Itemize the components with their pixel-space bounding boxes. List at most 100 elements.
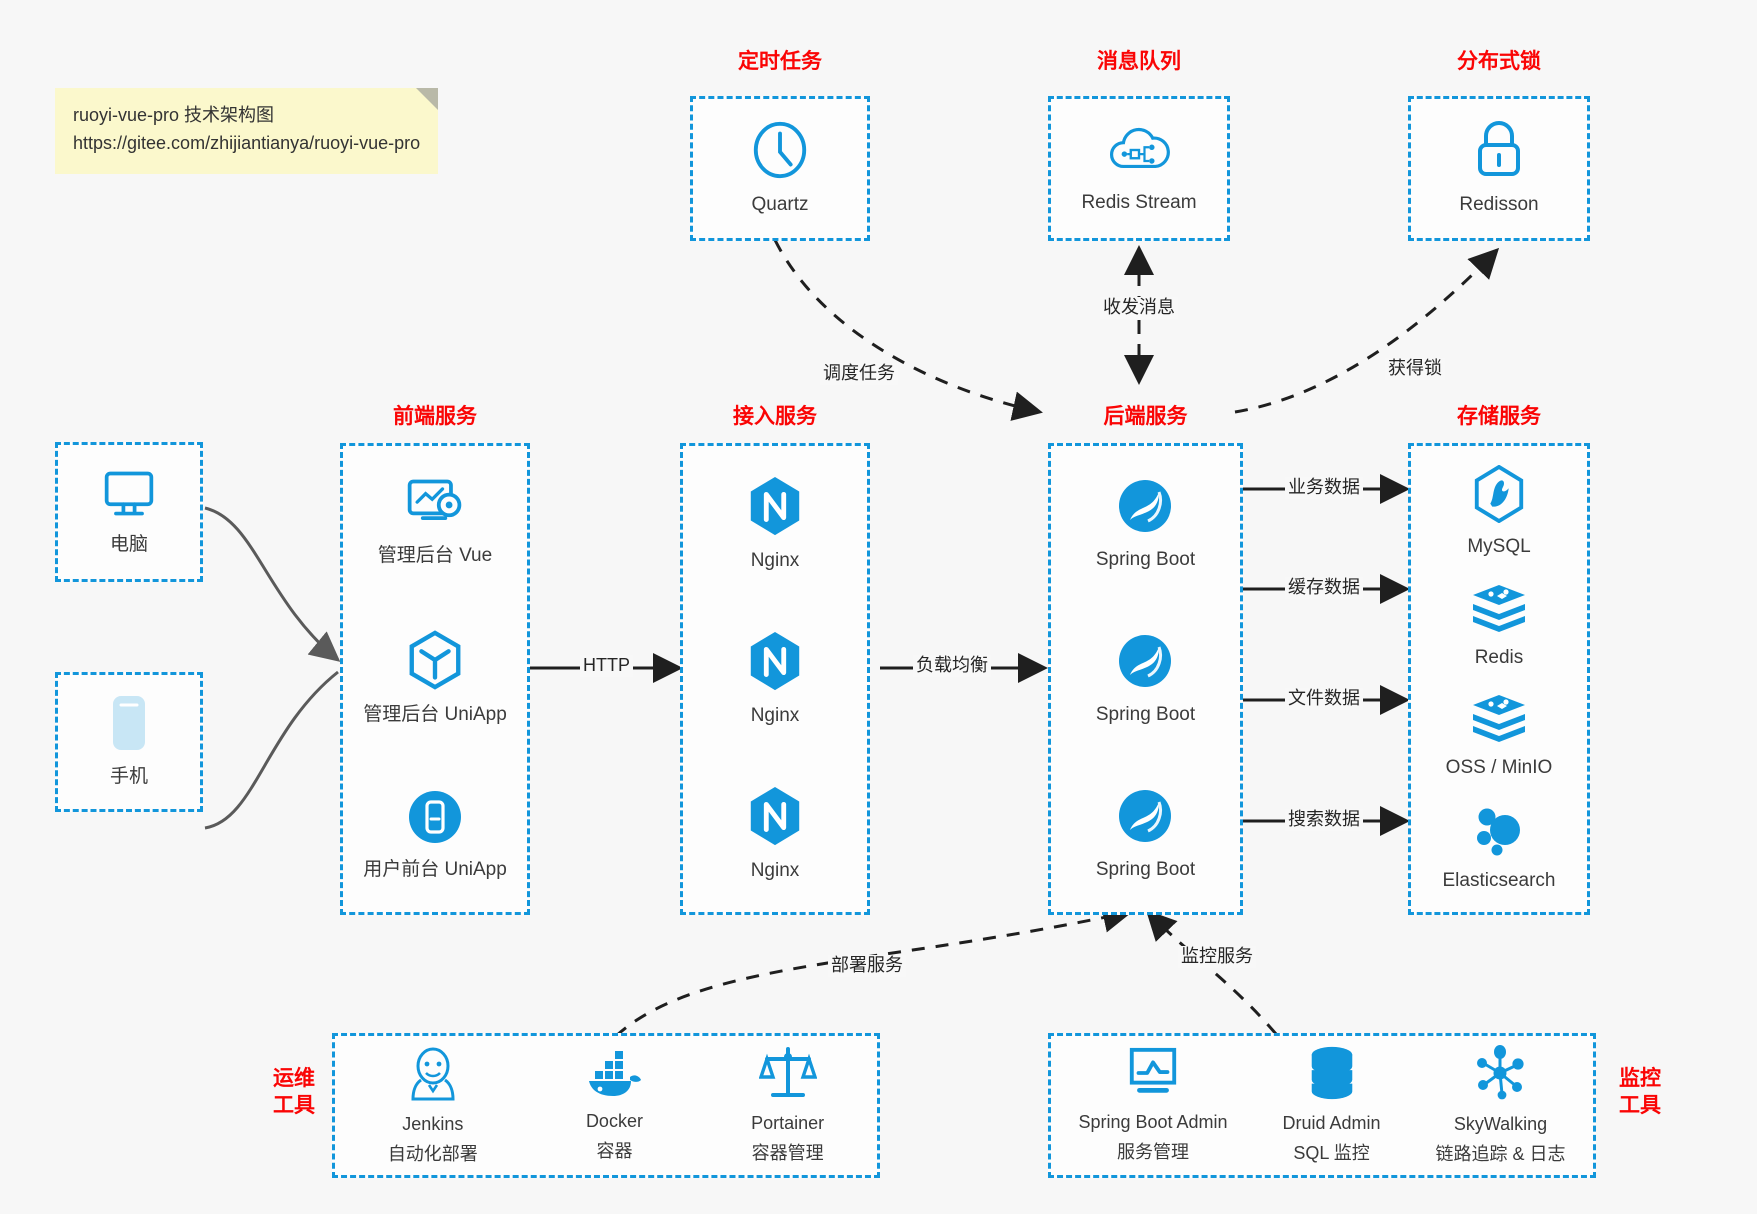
node-label: Nginx [750, 704, 800, 726]
edge-label-file-data: 文件数据 [1285, 688, 1363, 710]
node-label: Redis [1474, 646, 1524, 668]
node-quartz[interactable]: Quartz [749, 119, 811, 217]
node-label: 用户前台 UniApp [363, 858, 507, 880]
node-sublabel: 服务管理 [1117, 1142, 1190, 1162]
group-title-monitoring-line2: 工具 [1619, 1094, 1661, 1118]
group-title-mq: 消息队列 [1097, 50, 1181, 73]
cloud-stream-icon [1107, 121, 1171, 184]
node-portainer[interactable]: Portainer 容器管理 [751, 1045, 824, 1166]
node-label: Spring Boot [1095, 703, 1196, 725]
node-label: 管理后台 Vue [377, 545, 493, 567]
node-label: Portainer [751, 1113, 825, 1134]
node-desktop[interactable]: 电脑 [99, 467, 159, 557]
monitor-chart-icon [1124, 1046, 1182, 1105]
node-redisson[interactable]: Redisson [1459, 119, 1539, 217]
node-redis[interactable]: Redis [1470, 582, 1528, 670]
node-sublabel: SQL 监控 [1293, 1143, 1370, 1163]
edge-label-http: HTTP [580, 655, 633, 677]
node-spring-boot-3[interactable]: Spring Boot [1096, 786, 1195, 882]
node-label: Nginx [750, 860, 800, 882]
group-title-monitoring-line1: 监控 [1619, 1067, 1661, 1090]
group-box-monitoring: Spring Boot Admin 服务管理 Druid Admin SQL 监… [1048, 1033, 1596, 1178]
redis-icon [1470, 582, 1528, 639]
group-box-storage: MySQL Redis [1408, 443, 1590, 915]
group-title-storage: 存储服务 [1457, 405, 1541, 428]
edge-label-deploy-service: 部署服务 [828, 955, 906, 977]
redis-icon [1470, 692, 1528, 749]
node-user-uniapp[interactable]: 用户前台 UniApp [363, 788, 507, 882]
edge-label-send-receive-message: 收发消息 [1100, 297, 1178, 319]
node-label: Quartz [751, 194, 809, 216]
group-title-frontend: 前端服务 [393, 405, 477, 428]
node-label: Redis Stream [1081, 192, 1197, 214]
node-phone[interactable]: 手机 [107, 695, 151, 789]
node-admin-uniapp[interactable]: 管理后台 UniApp [363, 629, 507, 727]
node-nginx-1[interactable]: Nginx [746, 475, 804, 573]
desktop-icon [99, 467, 159, 526]
node-sublabel: 自动化部署 [387, 1144, 478, 1164]
group-box-client-desktop: 电脑 [55, 442, 203, 582]
note-title: ruoyi-vue-pro 技术架构图 [73, 105, 275, 125]
node-redis-stream[interactable]: Redis Stream [1081, 121, 1197, 215]
note-fold-corner [416, 88, 439, 110]
group-box-scheduler: Quartz [690, 96, 870, 241]
node-spring-boot-admin[interactable]: Spring Boot Admin 服务管理 [1078, 1046, 1228, 1165]
group-title-devops: 运维 工具 [258, 1065, 330, 1120]
node-label: OSS / MinIO [1445, 757, 1553, 779]
group-box-lock: Redisson [1408, 96, 1590, 241]
node-label: Nginx [750, 549, 800, 571]
node-sublabel: 容器管理 [751, 1143, 824, 1163]
edge-label-load-balance: 负载均衡 [913, 655, 991, 677]
node-label: MySQL [1467, 536, 1531, 558]
node-jenkins[interactable]: Jenkins 自动化部署 [388, 1044, 478, 1167]
group-box-backend: Spring Boot Spring Boot Spring Boot [1048, 443, 1243, 915]
group-box-frontend: 管理后台 Vue 管理后台 UniApp 用户前台 UniApp [340, 443, 530, 915]
node-label: Spring Boot Admin [1078, 1112, 1228, 1133]
spring-boot-icon [1115, 786, 1175, 851]
edge-label-search-data: 搜索数据 [1285, 809, 1363, 831]
node-spring-boot-1[interactable]: Spring Boot [1096, 476, 1195, 572]
mysql-icon [1472, 464, 1526, 528]
mobile-app-icon [406, 788, 464, 851]
jenkins-icon [405, 1044, 461, 1107]
dashboard-icon [404, 476, 466, 537]
note-url: https://gitee.com/zhijiantianya/ruoyi-vu… [73, 132, 421, 153]
spring-boot-icon [1115, 476, 1175, 541]
edge-label-business-data: 业务数据 [1285, 477, 1363, 499]
node-spring-boot-2[interactable]: Spring Boot [1096, 631, 1195, 727]
lock-icon [1470, 119, 1528, 186]
docker-icon [583, 1047, 645, 1104]
group-title-scheduler: 定时任务 [738, 50, 822, 73]
nginx-icon [746, 785, 804, 852]
clock-icon [749, 119, 811, 186]
node-sublabel: 链路追踪 & 日志 [1435, 1144, 1566, 1164]
node-elasticsearch[interactable]: Elasticsearch [1443, 803, 1556, 893]
edge-label-monitor-service: 监控服务 [1178, 946, 1256, 968]
group-box-gateway: Nginx Nginx Nginx [680, 443, 870, 915]
group-title-monitoring: 监控 工具 [1604, 1065, 1676, 1120]
node-label: SkyWalking [1453, 1114, 1548, 1135]
phone-icon [107, 695, 151, 758]
node-docker[interactable]: Docker 容器 [583, 1047, 645, 1164]
node-oss-minio[interactable]: OSS / MinIO [1445, 692, 1553, 780]
node-nginx-2[interactable]: Nginx [746, 630, 804, 728]
database-icon [1305, 1045, 1359, 1106]
node-mysql[interactable]: MySQL [1467, 464, 1531, 559]
node-skywalking[interactable]: SkyWalking 链路追踪 & 日志 [1435, 1044, 1566, 1167]
node-label: 电脑 [109, 533, 148, 555]
node-label: Docker [585, 1111, 643, 1132]
group-box-devops: Jenkins 自动化部署 Docker 容器 [332, 1033, 880, 1178]
group-title-backend: 后端服务 [1103, 405, 1188, 428]
skywalking-icon [1471, 1044, 1529, 1107]
group-title-devops-line1: 运维 [273, 1067, 315, 1090]
node-nginx-3[interactable]: Nginx [746, 785, 804, 883]
cube-icon [405, 629, 465, 696]
node-label: 管理后台 UniApp [363, 703, 507, 725]
node-admin-vue[interactable]: 管理后台 Vue [378, 476, 492, 568]
node-label: Redisson [1459, 194, 1539, 216]
portainer-icon [758, 1045, 817, 1106]
group-box-mq: Redis Stream [1048, 96, 1230, 241]
node-druid-admin[interactable]: Druid Admin SQL 监控 [1283, 1045, 1381, 1166]
nginx-icon [746, 630, 804, 697]
